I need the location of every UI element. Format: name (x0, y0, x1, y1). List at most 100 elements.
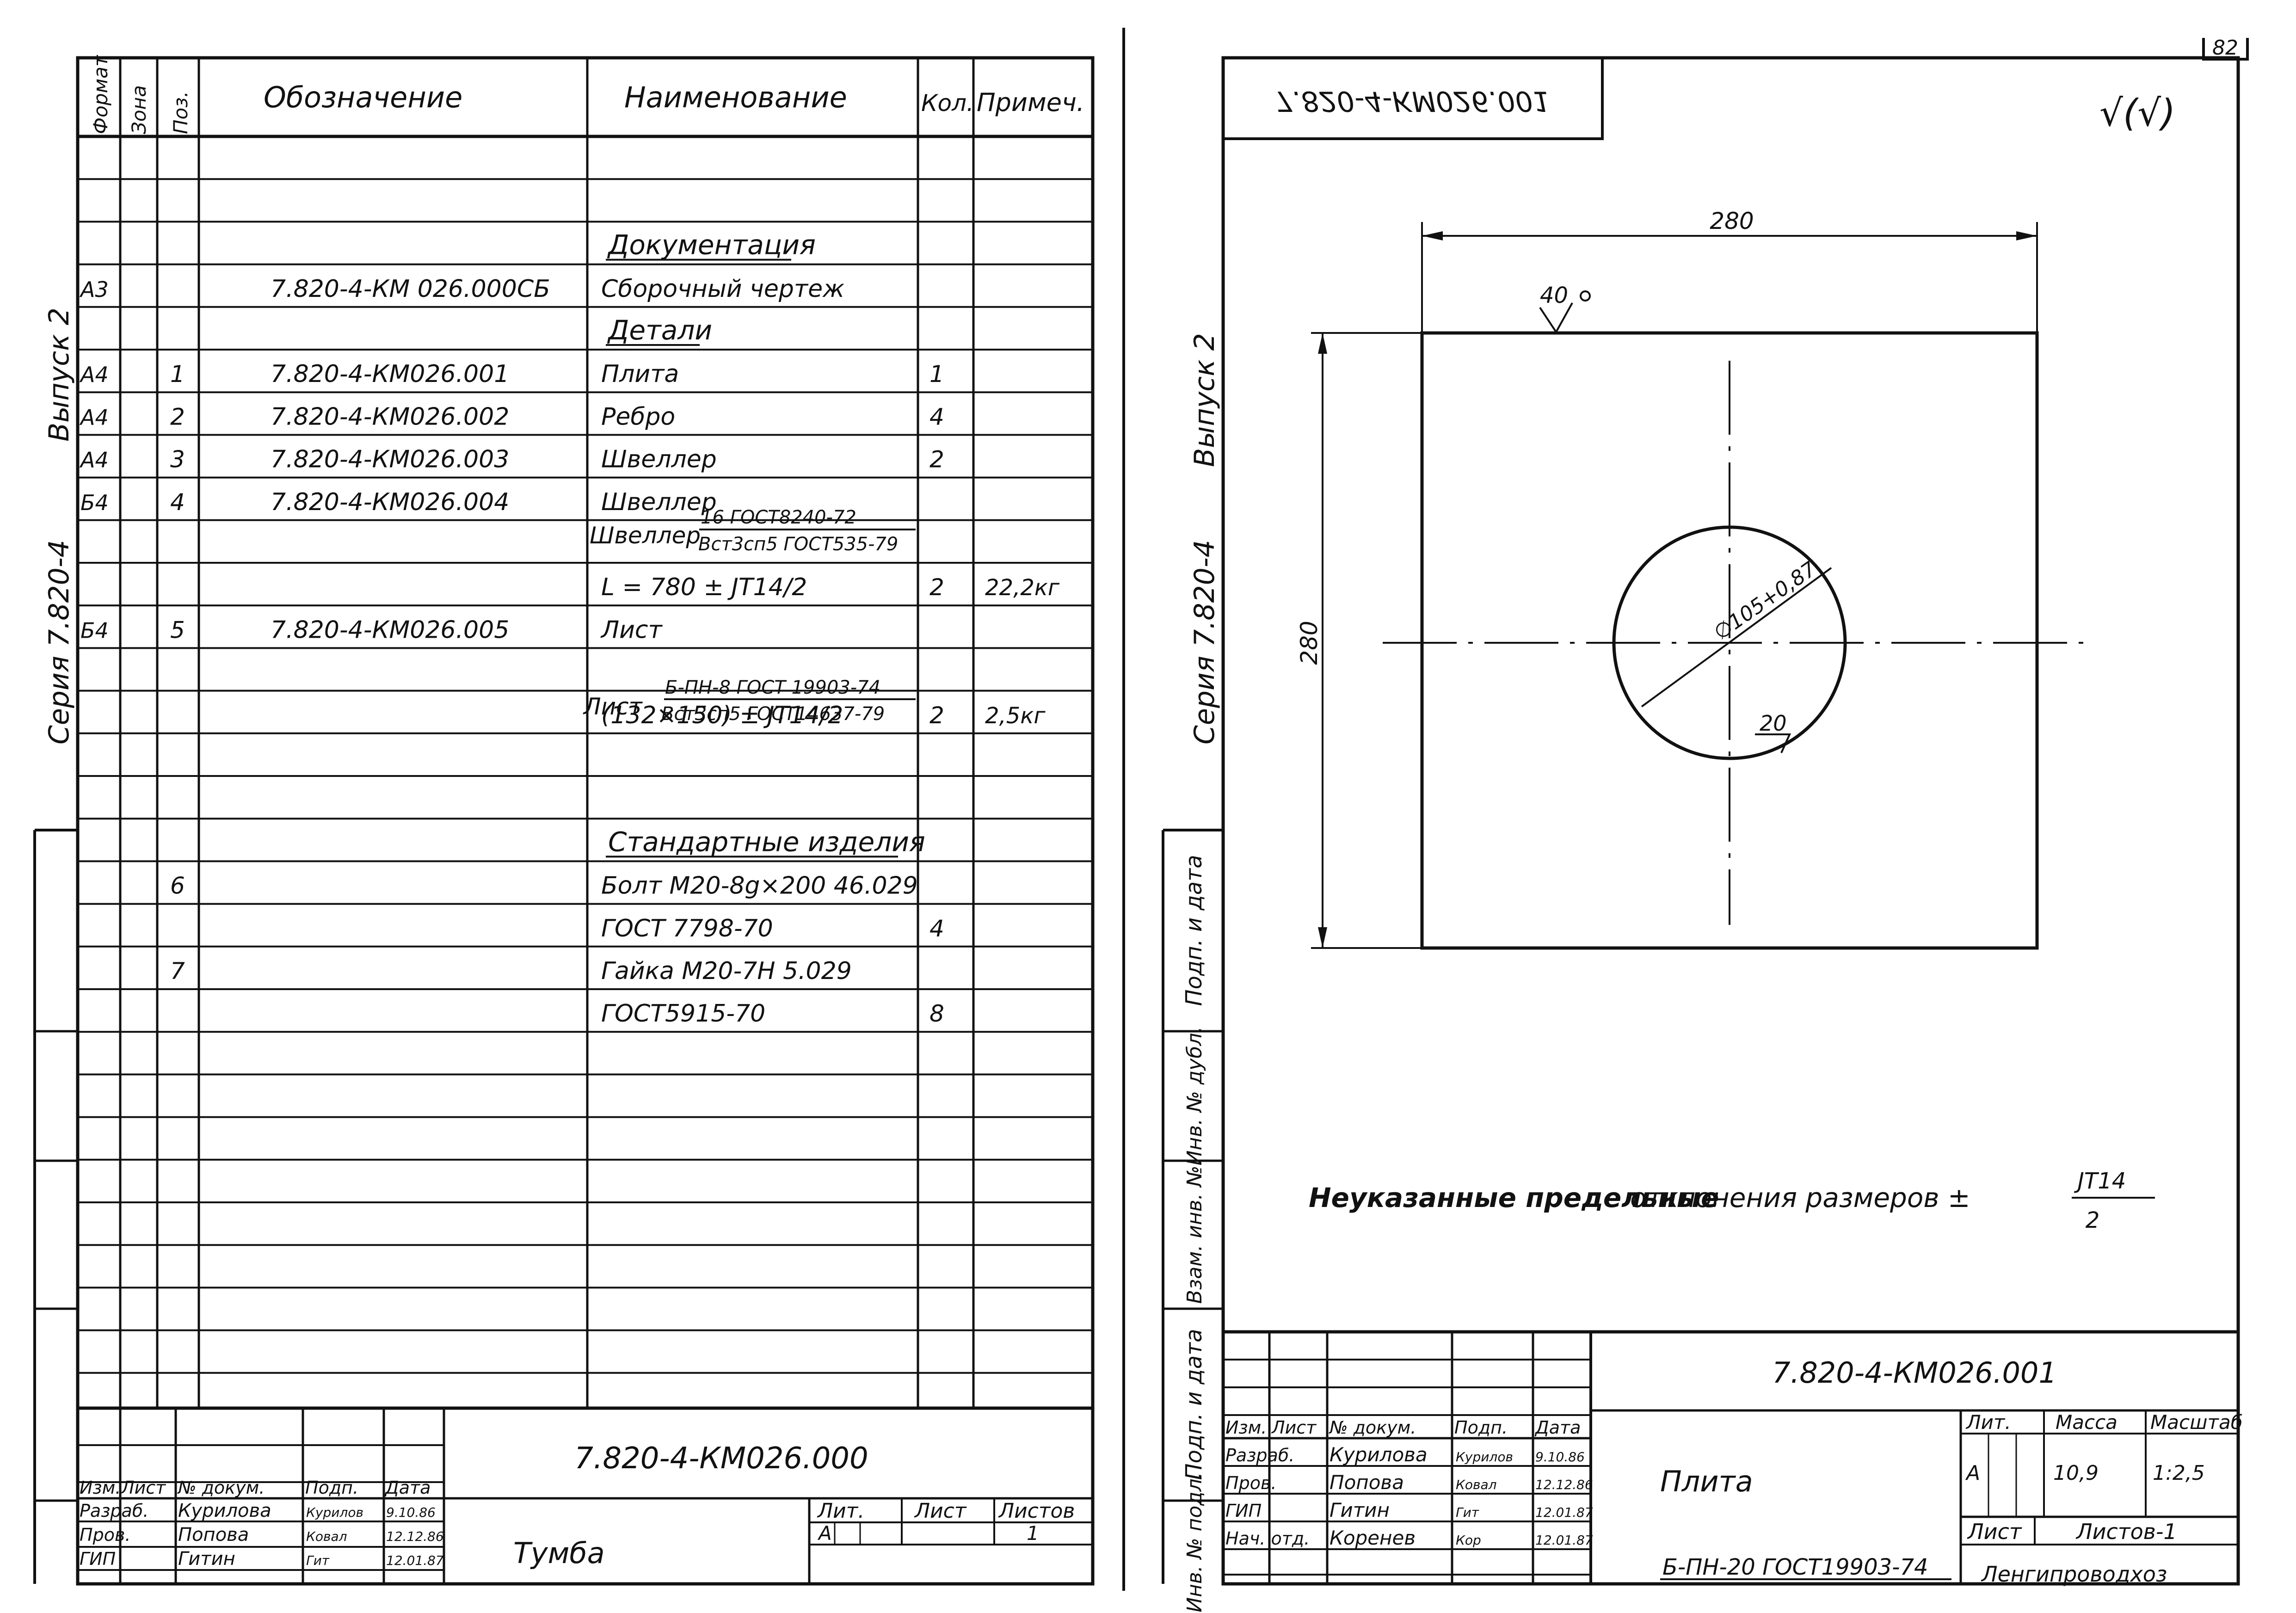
material-2-top: Б-ПН-8 ГОСТ 19903-74 (665, 677, 880, 698)
mass-value: 10,9 (2053, 1461, 2099, 1485)
lit-label-left: Лит. (817, 1499, 864, 1523)
spec-pos-cell: 7 (170, 958, 185, 985)
tb-right-header: Дата (1534, 1417, 1581, 1438)
spec-name-cell: Детали (607, 314, 712, 346)
lit-value-left: А (817, 1522, 832, 1545)
plate-view: ∅105+0,87 280 280 40 20 (1296, 208, 2095, 950)
tb-right-name: Коренев (1330, 1527, 1416, 1549)
tb-left-header: Лист (120, 1478, 166, 1498)
spec-name-cell: ГОСТ5915-70 (601, 1000, 765, 1028)
issue-label-right: Выпуск 2 (1188, 333, 1221, 467)
tb-left-date: 12.12.86 (386, 1529, 444, 1544)
sheets-value-left: 1 (1027, 1522, 1039, 1545)
material-2-bottom: Вст3сп5 ГОСТ14637-79 (661, 703, 885, 725)
note-rest: отклонения размеров ± (1630, 1182, 1970, 1213)
tb-left-header: № докум. (177, 1478, 265, 1498)
tb-right-role: ГИП (1225, 1501, 1262, 1521)
plate-code: 7.820-4-КМ026.001 (1772, 1356, 2057, 1390)
spec-code: 7.820-4-КМ026.000 (574, 1441, 868, 1476)
sheet-label-right: Лист (1967, 1519, 2022, 1544)
spec-name-cell: Плита (601, 360, 679, 388)
tb-right-role: Разраб. (1225, 1445, 1294, 1465)
stamp-vzam-inv: Взам. инв. № (1183, 1166, 1206, 1304)
tb-right-signature: Гит (1456, 1505, 1479, 1520)
stamp-inv-dubl: Инв. № дубл. (1183, 1026, 1206, 1165)
left-binding-strip (33, 829, 78, 1584)
spec-product-name: Тумба (513, 1536, 605, 1570)
spec-note-cell: 22,2кг (985, 575, 1060, 601)
tb-right-header: Изм. (1225, 1417, 1267, 1438)
spec-name-cell: Лист (600, 616, 663, 644)
stamp-inv-podl: Инв. № подл. (1183, 1472, 1206, 1613)
plate-frame (1221, 56, 2240, 1586)
page-number-box: 82 (2202, 36, 2249, 61)
spec-pos-cell: 6 (170, 873, 185, 899)
stamp-sign-date-2: Подп. и дата (1181, 1329, 1207, 1480)
tb-left-header: Изм. (80, 1478, 121, 1498)
spec-designation-cell: 7.820-4-КМ026.004 (271, 488, 509, 516)
material-formula-1: Швеллер 16 ГОСТ8240-72 Вст3сп5 ГОСТ535-7… (590, 507, 916, 555)
tb-right-name: Попова (1330, 1471, 1404, 1494)
note-bold: Неуказанные предельные (1309, 1182, 1719, 1213)
plate-product-name: Плита (1660, 1465, 1753, 1498)
spec-name-cell: Болт М20-8g×200 46.029 (601, 872, 918, 900)
tb-right-name: Курилова (1330, 1443, 1428, 1466)
weld-callout-40: 40 (1539, 283, 1591, 334)
tb-right-date: 12.01.87 (1535, 1533, 1593, 1548)
header-zone: Зона (128, 85, 150, 134)
spec-designation-cell: 7.820-4-КМ026.002 (271, 403, 509, 431)
spec-format-cell: А4 (79, 405, 109, 430)
material-1-prefix: Швеллер (590, 522, 701, 549)
scale-value: 1:2,5 (2153, 1461, 2205, 1485)
material-2-prefix: Лист (583, 693, 643, 720)
series-label-right: Серия 7.820-4 (1188, 540, 1221, 745)
tb-right-header: Лист (1271, 1417, 1317, 1438)
spec-format-cell: Б4 (80, 618, 109, 643)
tb-left-header: Подп. (305, 1478, 358, 1498)
center-hole (1612, 525, 1847, 760)
width-dimension: 280 (1710, 208, 1754, 234)
spec-pos-cell: 5 (170, 616, 185, 643)
tb-left-role: Разраб. (80, 1501, 148, 1521)
spec-format-cell: А4 (79, 448, 109, 473)
tb-left-signature: Курилов (306, 1505, 363, 1520)
spec-qty-cell: 2 (929, 702, 944, 729)
sheet-label-left: Лист (914, 1499, 967, 1523)
tb-left-signature: Гит (306, 1553, 330, 1568)
height-dimension: 280 (1296, 621, 1323, 665)
weld-callout-20: 20 (1755, 711, 1791, 753)
material-1-bottom: Вст3сп5 ГОСТ535-79 (698, 534, 898, 555)
mirrored-code-box: 7.820-4-КМ026.001 (1222, 56, 1604, 140)
tb-right-header: № докум. (1329, 1417, 1416, 1438)
spec-pos-cell: 2 (170, 403, 185, 430)
spec-name-cell: Документация (607, 229, 816, 261)
spec-qty-cell: 4 (929, 403, 944, 430)
header-name: Наименование (624, 80, 847, 114)
header-note: Примеч. (977, 88, 1084, 117)
plate-outline (1420, 331, 2039, 950)
spec-format-cell: Б4 (80, 490, 109, 515)
spec-pos-cell: 4 (170, 489, 185, 516)
tb-left-role: ГИП (80, 1549, 116, 1569)
hole-diameter: ∅105+0,87 (1710, 557, 1821, 645)
lit-value-right: А (1965, 1461, 1980, 1485)
spec-name-cell: ГОСТ 7798-70 (601, 915, 773, 942)
issue-label-left: Выпуск 2 (43, 308, 75, 442)
tb-right-header: Подп. (1454, 1417, 1508, 1438)
tb-right-role: Нач. отд. (1225, 1528, 1310, 1549)
spec-pos-cell: 1 (170, 361, 185, 388)
sheets-label-right: Листов-1 (2075, 1519, 2177, 1544)
hole-diameter-leader (1641, 567, 1832, 708)
spec-qty-cell: 8 (929, 1000, 944, 1027)
tb-right-signature: Кор (1456, 1533, 1481, 1548)
note-frac-top: JT14 (2074, 1168, 2126, 1194)
plate-sheet: 7.820-4-КМ026.001 √(√) ∅105+0,87 280 280 (1162, 56, 2243, 1613)
weld-size-20: 20 (1760, 711, 1787, 736)
plate-material: Б-ПН-20 ГОСТ19903-74 (1662, 1554, 1928, 1580)
series-label-left: Серия 7.820-4 (43, 540, 75, 745)
